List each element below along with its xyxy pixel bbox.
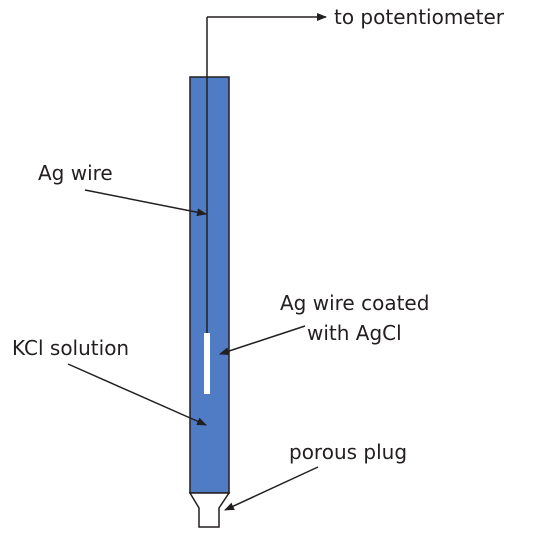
agcl-coated-segment: [204, 333, 210, 394]
porous-plug: [188, 492, 231, 528]
label-porous-plug: porous plug: [289, 440, 407, 464]
label-to-potentiometer: to potentiometer: [334, 5, 505, 29]
porous-plug-pointer-arrow: [224, 466, 319, 511]
label-ag-wire: Ag wire: [38, 161, 113, 185]
kcl-solution-pointer-arrow: [67, 363, 207, 426]
label-ag-wire-coated-line2: with AgCl: [307, 321, 402, 345]
agcl-coating-pointer-arrow: [219, 325, 306, 355]
ag-wire-pointer-arrow: [84, 189, 207, 217]
label-kcl-solution: KCl solution: [12, 336, 129, 360]
label-ag-wire-coated-line1: Ag wire coated: [280, 291, 429, 315]
electrode-tube: [189, 76, 230, 494]
